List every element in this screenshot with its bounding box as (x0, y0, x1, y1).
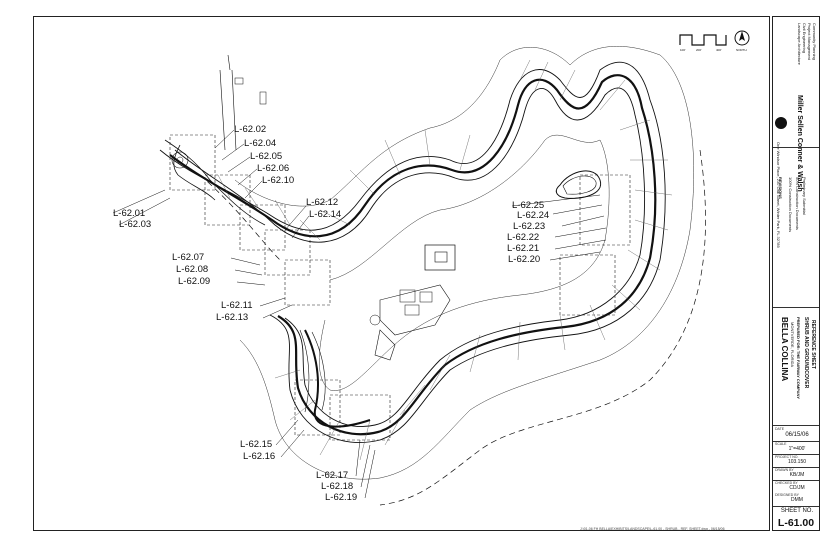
revisions-title: REVISIONS (778, 177, 783, 199)
callout-label: L-62.06 (257, 163, 290, 174)
callout-label: L-62.18 (321, 481, 354, 492)
divider (773, 467, 819, 468)
title-block: Miller Sellen Conner & Walsh Community P… (772, 16, 820, 531)
callout-label: L-62.13 (216, 312, 249, 323)
checked-by-value: CD/JM (789, 485, 805, 491)
revision-row: 100% Construction Documents (788, 177, 793, 233)
file-path-footer: J:\01-06 FH BELLA\EXHIBITS\LANDSCAPE\L-6… (580, 527, 725, 531)
callout-label: L-62.14 (309, 209, 342, 220)
callout-label: L-62.25 (512, 200, 545, 211)
drawn-by-value: KB/JM (789, 472, 805, 478)
amenity-pad (424, 244, 456, 271)
drawing-border (33, 16, 770, 531)
divider (773, 147, 819, 148)
lot-band-inner (319, 134, 610, 391)
callout-label: L-62.05 (250, 151, 283, 162)
callout-label: L-62.04 (244, 138, 277, 149)
project-no-label: PROJECT NO. (775, 455, 799, 459)
firm-logo (775, 117, 787, 129)
project-no-value: 103.150 (787, 459, 807, 465)
scale-bar (679, 34, 727, 46)
scale-label: 200' (696, 48, 702, 52)
road-outline-outer (159, 61, 666, 443)
road-centerline (169, 74, 657, 436)
sheet-number: L-61.00 (777, 517, 815, 529)
north-arrow (734, 30, 750, 46)
prepared-for: PREPARED FOR: THE FAIRWAY COMPANY (796, 317, 801, 400)
sheet-title: SHRUB AND GROUNDCOVER (803, 317, 809, 389)
callout-label: L-62.09 (178, 276, 211, 287)
callout-label: L-62.07 (172, 252, 205, 263)
callout-label: L-62.23 (513, 221, 546, 232)
designed-by-label: DESIGNED BY (775, 493, 799, 497)
revision-row: Preliminary Submittal (802, 177, 807, 215)
callout-label: L-62.22 (507, 232, 540, 243)
callout-label: L-62.01 (113, 208, 146, 219)
project-location: MONTVERDE, FLORIDA (790, 322, 795, 368)
divider (773, 441, 819, 442)
project-name: BELLA COLLINA (780, 317, 789, 382)
property-limit (199, 149, 706, 506)
divider (773, 425, 819, 426)
checked-by-label: CHECKED BY (775, 481, 798, 485)
callout-label: L-62.21 (507, 243, 540, 254)
divider (773, 480, 819, 481)
callout-label: L-62.02 (234, 124, 267, 135)
scale-value: 1"=400' (788, 446, 806, 452)
scale-label: 100' (680, 48, 686, 52)
callout-label: L-62.15 (240, 439, 273, 450)
divider (773, 307, 819, 308)
callout-label: L-62.12 (306, 197, 339, 208)
firm-services: Community Planning Project Management Ci… (797, 23, 817, 65)
north-label: NORTH (736, 48, 747, 52)
callout-label: L-62.16 (243, 451, 276, 462)
callout-label: L-62.08 (176, 264, 209, 275)
callout-label: L-62.17 (316, 470, 349, 481)
date-label: DATE (775, 427, 785, 431)
callout-label: L-62.11 (221, 300, 253, 311)
scale-label: 400' (716, 48, 722, 52)
callout-label: L-62.24 (517, 210, 550, 221)
lot-band-outer (234, 46, 694, 480)
callout-label: L-62.19 (325, 492, 358, 503)
revision-row: 50% Construction Documents (795, 177, 800, 230)
sheet-no-label: SHEET NO. (780, 508, 814, 514)
designed-by-value: DMM (791, 497, 803, 503)
road-south-loop (304, 329, 371, 428)
callout-label: L-62.20 (508, 254, 541, 265)
divider (773, 454, 819, 455)
callout-label: L-62.03 (119, 219, 152, 230)
callout-label: L-62.10 (262, 175, 295, 186)
road-outline-inner (174, 87, 646, 427)
divider (773, 506, 819, 507)
lake (555, 170, 602, 199)
drawn-by-label: DRAWN BY (775, 468, 794, 472)
date-value: 06/15/06 (785, 432, 809, 438)
scale-label: SCALE (775, 442, 787, 446)
sheet-subtitle: REFERENCE SHEET (810, 320, 816, 369)
